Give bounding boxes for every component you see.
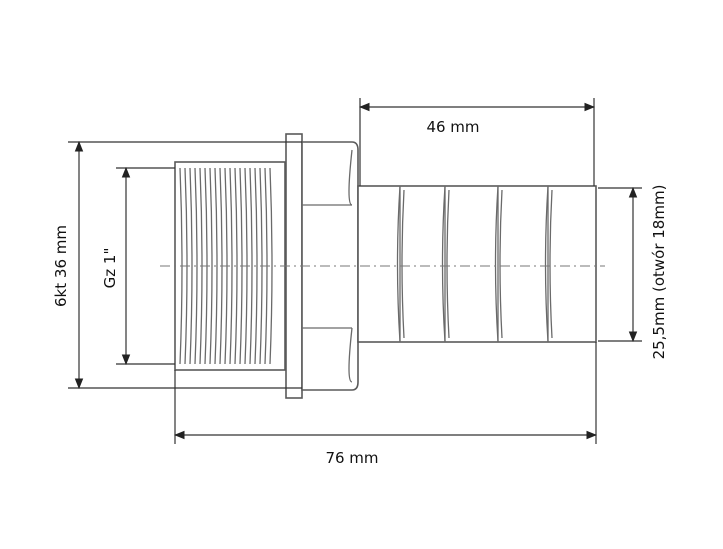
dimension-46mm-label: 46 mm	[426, 118, 479, 136]
dimension-hex-36mm-label: 6kt 36 mm	[52, 225, 70, 307]
dimension-hex-36mm: 6kt 36 mm	[52, 140, 302, 390]
dimension-46mm: 46 mm	[358, 98, 596, 186]
dimension-hose-diameter: 25,5mm (otwór 18mm)	[598, 185, 668, 360]
dimension-thread: Gz 1"	[101, 166, 175, 366]
dimension-76mm-label: 76 mm	[325, 449, 378, 467]
dimension-thread-label: Gz 1"	[101, 248, 119, 289]
hose-barb	[357, 185, 597, 343]
dimension-76mm: 76 mm	[173, 342, 598, 467]
dimension-hose-diameter-label: 25,5mm (otwór 18mm)	[650, 185, 668, 360]
